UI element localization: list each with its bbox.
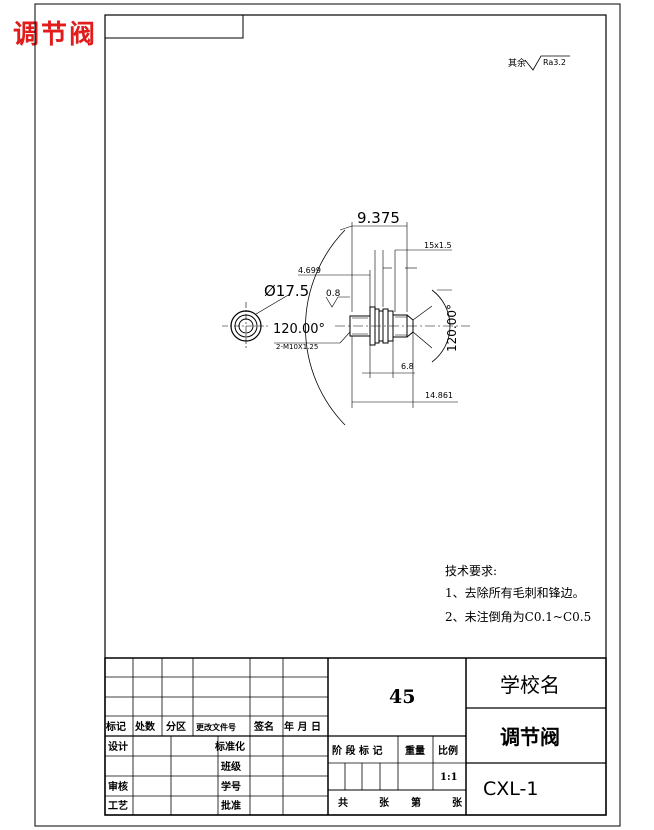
rev-header-count: 处数 [134, 720, 156, 733]
rev-header-zone: 分区 [166, 720, 186, 733]
label-weight: 重量 [405, 744, 425, 757]
part-drawing [222, 222, 470, 426]
roughness-symbol: 其余 Ra3.2 [508, 55, 570, 71]
dim-diameter-17-5: Ø17.5 [264, 282, 309, 300]
end-view [222, 293, 291, 350]
drawing-number: CXL-1 [483, 778, 538, 800]
title-block [104, 657, 607, 816]
label-stage-mark: 阶 段 标 记 [332, 744, 382, 757]
material-value: 45 [389, 686, 415, 708]
roughness-prefix: 其余 [508, 57, 526, 69]
school-name: 学校名 [500, 673, 560, 697]
code-box [104, 14, 244, 39]
scale-value: 1:1 [440, 772, 458, 783]
label-page: 第 [411, 796, 421, 809]
dim-9-375: 9.375 [357, 209, 400, 227]
rev-header-doc-no: 更改文件号 [196, 722, 236, 732]
dim-4-699: 4.699 [298, 266, 321, 275]
drawing-title-red: 调节阀 [13, 20, 98, 50]
roughness-value: Ra3.2 [543, 58, 566, 67]
tech-note-2: 2、未注倒角为C0.1~C0.5 [445, 609, 591, 624]
dim-thread-m10: 2-M10X1.25 [276, 343, 318, 351]
outer-frame [34, 3, 621, 827]
label-design: 设计 [108, 740, 128, 753]
dim-120-right: 120.00° [445, 304, 459, 352]
label-sheets: 张 [379, 796, 390, 809]
label-standardization: 标准化 [214, 740, 245, 753]
part-name: 调节阀 [500, 725, 560, 749]
label-sheet: 张 [452, 796, 463, 809]
label-craft: 工艺 [108, 799, 128, 812]
label-review: 审核 [108, 780, 128, 793]
label-total: 共 [338, 796, 348, 809]
dim-15x1-5: 15x1.5 [424, 241, 452, 250]
rev-header-date: 年 月 日 [284, 720, 321, 733]
dim-14-861: 14.861 [425, 391, 453, 400]
rev-header-signature: 签名 [253, 720, 274, 733]
label-approve: 批准 [221, 799, 241, 812]
label-scale: 比例 [438, 744, 458, 757]
dim-0-8: 0.8 [326, 289, 341, 299]
dim-120-left: 120.00° [273, 322, 325, 337]
tech-note-1: 1、去除所有毛刺和锋边。 [445, 585, 585, 600]
rev-header-mark: 标记 [105, 720, 126, 733]
tech-notes-heading: 技术要求: [445, 564, 497, 578]
label-student-number: 学号 [221, 780, 241, 793]
label-class: 班级 [221, 760, 242, 773]
dim-6-8: 6.8 [401, 362, 414, 371]
arc-dimension-large [305, 229, 346, 426]
side-view [349, 289, 452, 363]
dimension-lines [274, 222, 458, 408]
